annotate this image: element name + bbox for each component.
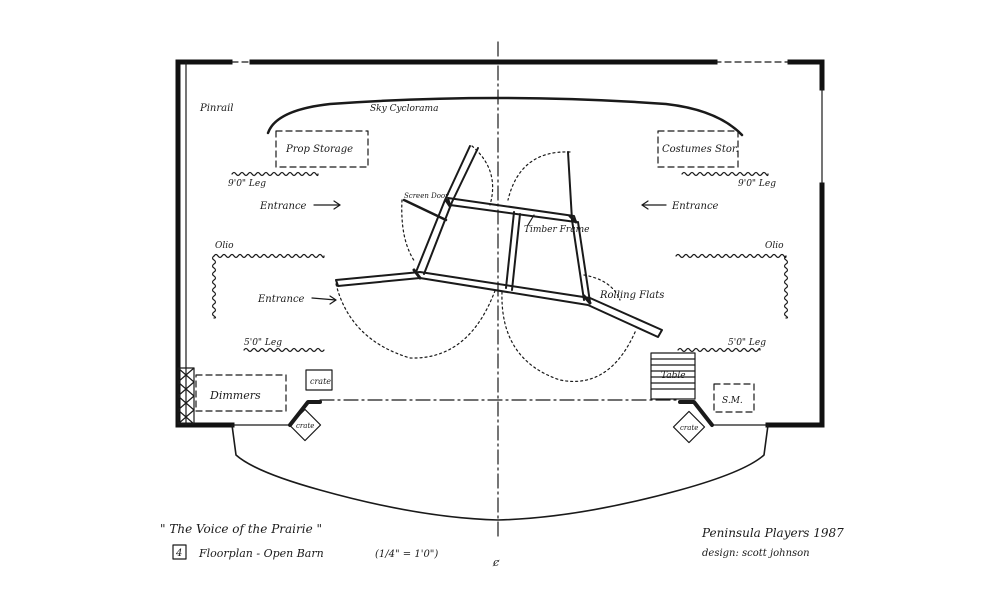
screen-door-label: Screen Door bbox=[404, 192, 449, 200]
company-credit: Peninsula Players 1987 bbox=[701, 526, 844, 540]
legs bbox=[211, 171, 789, 353]
olio-right-label: Olio bbox=[765, 241, 784, 251]
prop-storage-label: Prop Storage bbox=[285, 144, 353, 155]
centerline-symbol: ȼ bbox=[492, 556, 500, 569]
leg-lower-left-label: 5'0" Leg bbox=[244, 338, 282, 348]
entrance-right-label: Entrance bbox=[671, 201, 719, 212]
show-title: " The Voice of the Prairie " bbox=[160, 522, 322, 536]
crate-left-label: crate bbox=[296, 422, 314, 430]
door-swings bbox=[335, 145, 637, 382]
dimmers-box bbox=[195, 374, 287, 412]
entrance-upper-left-label: Entrance bbox=[259, 201, 307, 212]
crate-offstage-label: crate bbox=[310, 377, 331, 386]
costume-storage-label: Costumes Stor. bbox=[662, 144, 739, 155]
leg-lower-right-label: 5'0" Leg bbox=[728, 338, 766, 348]
sky-cyclorama bbox=[266, 96, 744, 137]
plate-scale: (1/4" = 1'0") bbox=[375, 549, 438, 560]
plate-title: Floorplan - Open Barn bbox=[198, 547, 324, 560]
crate-right-label: crate bbox=[680, 424, 698, 432]
crate-left-apron bbox=[288, 408, 322, 442]
table bbox=[650, 352, 696, 400]
entrance-upper-left-arrow bbox=[313, 200, 341, 210]
plate-number: 4 bbox=[175, 548, 182, 559]
proscenium bbox=[231, 399, 769, 427]
building-walls bbox=[175, 59, 825, 428]
timber-frame bbox=[335, 145, 663, 338]
dimmers-label: Dimmers bbox=[209, 389, 261, 402]
rolling-flats-label: Rolling Flats bbox=[599, 290, 664, 301]
table-label: Table bbox=[661, 371, 686, 381]
designer-credit: design: scott johnson bbox=[702, 548, 810, 559]
sm-box bbox=[713, 383, 755, 413]
timber-frame-leader bbox=[527, 214, 535, 226]
crate-offstage bbox=[305, 369, 333, 391]
olio-left-label: Olio bbox=[215, 241, 234, 251]
timber-frame-label-text: Timber Frame bbox=[524, 225, 589, 235]
prop-storage-box bbox=[275, 130, 369, 168]
timber-frame-label: Timber Frame bbox=[524, 225, 589, 235]
plate-number-box bbox=[172, 544, 187, 560]
apron-edge bbox=[231, 424, 769, 521]
entrance-right-arrow bbox=[641, 200, 667, 210]
pinrail-label: Pinrail bbox=[199, 103, 234, 114]
entrance-lower-left-label: Entrance bbox=[257, 294, 305, 305]
sky-cyclorama-label: Sky Cyclorama bbox=[370, 104, 438, 114]
pinrail bbox=[177, 367, 195, 425]
leg-upper-left-label: 9'0" Leg bbox=[228, 179, 266, 189]
sm-label: S.M. bbox=[722, 396, 743, 406]
crate-right-apron bbox=[672, 410, 706, 444]
leg-upper-right-label: 9'0" Leg bbox=[738, 179, 776, 189]
entrance-lower-left-arrow bbox=[311, 295, 337, 305]
costume-storage-box bbox=[657, 130, 739, 168]
